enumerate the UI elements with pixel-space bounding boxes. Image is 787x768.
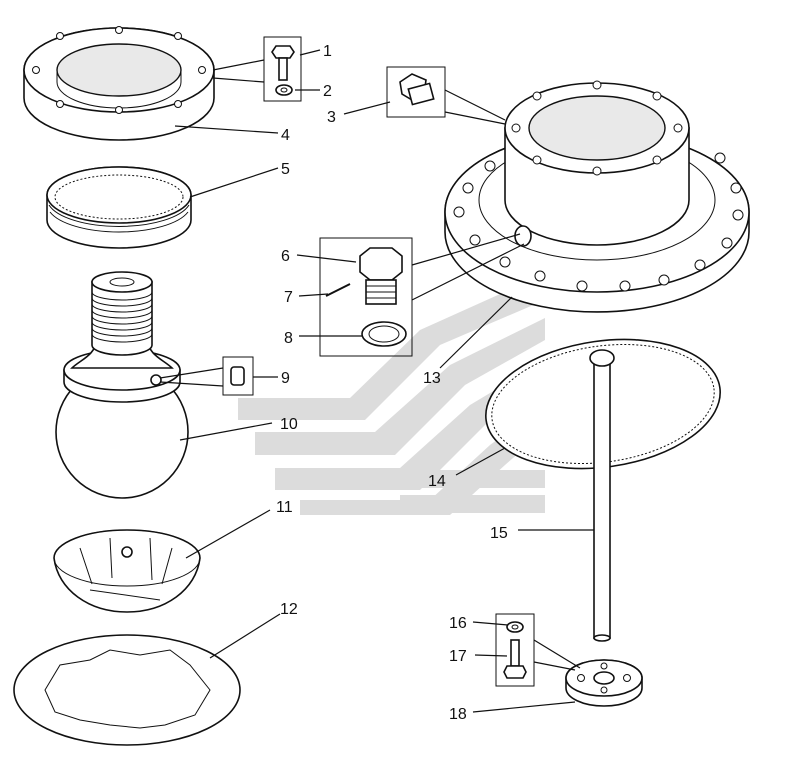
callout-16: 16 — [449, 615, 467, 632]
housing-part — [444, 80, 750, 313]
cup-part — [53, 529, 201, 613]
callout-15: 15 — [490, 525, 508, 542]
callout-1: 1 — [323, 43, 332, 60]
callout-3: 3 — [327, 109, 336, 126]
plug-box — [386, 66, 446, 118]
callout-2: 2 — [323, 83, 332, 100]
callout-18: 18 — [449, 706, 467, 723]
rod-part — [589, 349, 615, 642]
callout-8: 8 — [284, 330, 293, 347]
leader-lines — [159, 49, 594, 713]
callout-10: 10 — [280, 416, 298, 433]
callout-11: 11 — [276, 499, 293, 516]
callout-17: 17 — [449, 648, 467, 665]
bolt-washer-box — [263, 36, 302, 102]
callout-13: 13 — [423, 370, 441, 387]
watermark-logo — [238, 285, 545, 515]
ball-pin-part — [55, 271, 189, 499]
washer-plate-part — [565, 659, 643, 707]
drain-plug-box — [319, 237, 413, 357]
callout-9: 9 — [281, 370, 290, 387]
callout-14: 14 — [428, 473, 446, 490]
flange-ring-part — [23, 26, 215, 141]
callout-5: 5 — [281, 161, 290, 178]
callout-7: 7 — [284, 289, 293, 306]
sleeve-box — [222, 356, 254, 396]
callout-6: 6 — [281, 248, 290, 265]
disc-plate-part — [13, 634, 241, 746]
callout-4: 4 — [281, 127, 290, 144]
callout-12: 12 — [280, 601, 298, 618]
seal-ring-part — [46, 166, 192, 249]
bolt-washer-box-lower — [495, 613, 535, 687]
callout-labels: 1 2 3 4 5 6 7 8 9 10 11 12 13 14 15 16 1… — [276, 43, 508, 723]
